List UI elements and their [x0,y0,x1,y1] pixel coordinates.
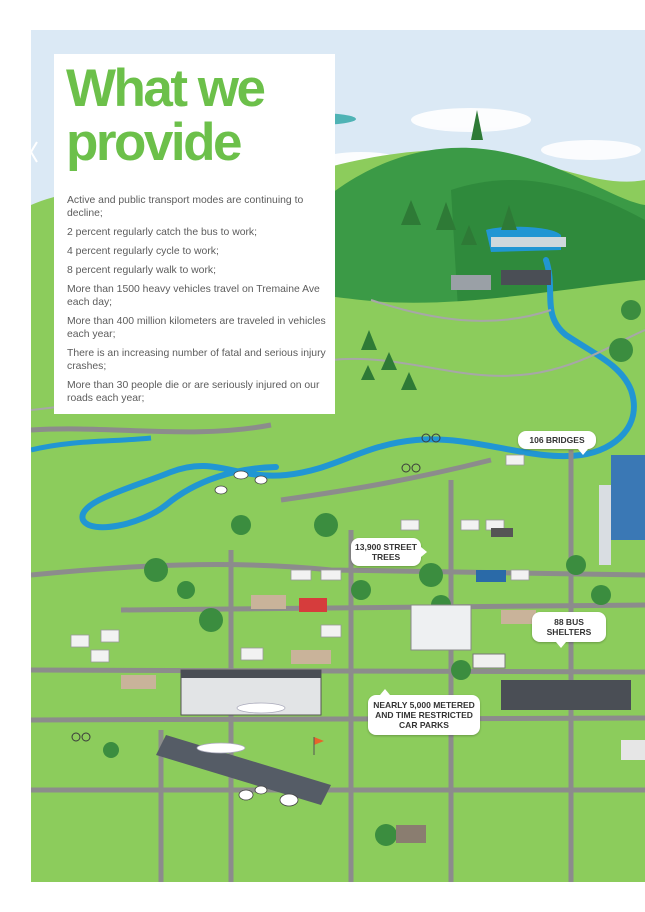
page-title: What we provide [66,62,326,170]
callout-car-parks: NEARLY 5,000 METERED AND TIME RESTRICTED… [368,689,480,735]
stat-item: 4 percent regularly cycle to work; [67,246,219,257]
stat-item: More than 1500 heavy vehicles travel on … [67,284,320,308]
info-panel [54,54,335,414]
stat-item: There is an increasing number of fatal a… [67,348,326,372]
stat-item: 2 percent regularly catch the bus to wor… [67,227,258,238]
callout-bridges: 106 BRIDGES [518,431,596,455]
stats-list: Active and public transport modes are co… [67,194,329,411]
truck-icon [299,598,327,612]
stat-item: More than 30 people die or are seriously… [67,380,320,404]
stat-item: 8 percent regularly walk to work; [67,265,216,276]
sheep-icon [214,470,299,807]
stat-item: More than 400 million kilometers are tra… [67,316,326,340]
callout-bus-shelters: 88 BUS SHELTERS [532,612,606,648]
title-line: What we [66,59,266,118]
stat-item: Active and public transport modes are co… [67,195,304,219]
cyclist-icon [71,433,441,742]
title-line: provide [66,113,242,172]
bus-icon [472,653,506,669]
callout-street-trees: 13,900 STREET TREES [351,538,427,566]
